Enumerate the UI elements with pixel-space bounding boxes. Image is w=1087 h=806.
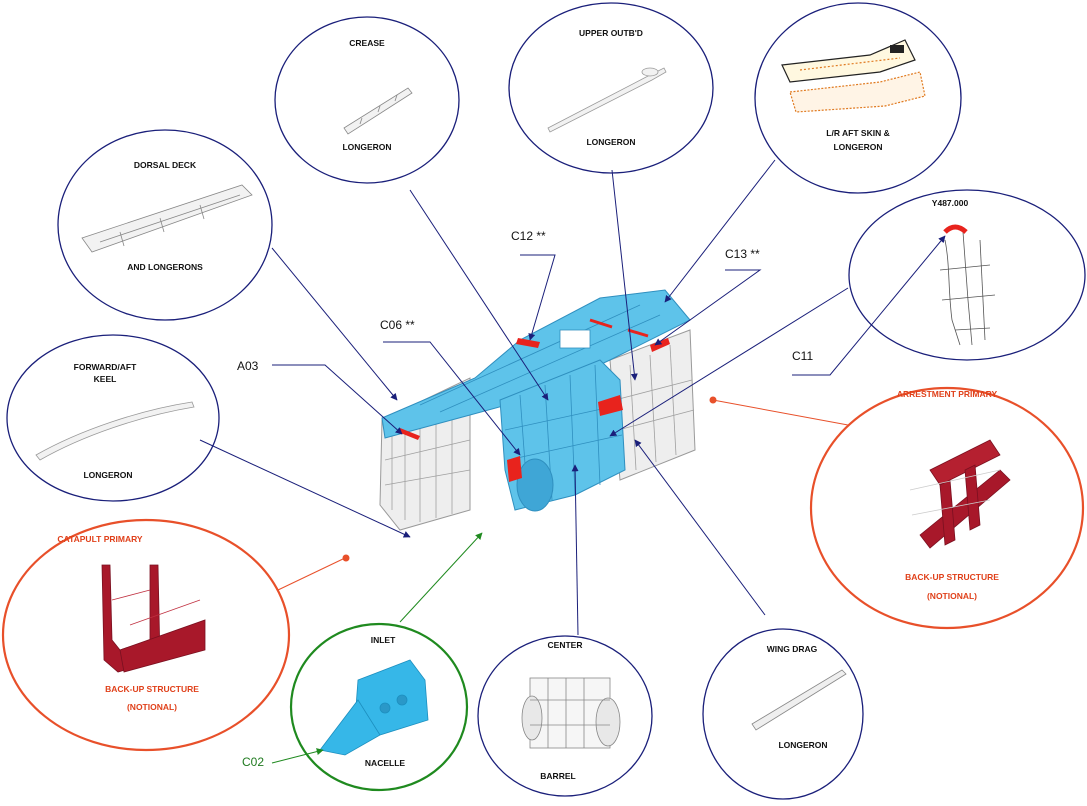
callout-arrestment: ARRESTMENT PRIMARY BACK-UP STRUCTURE (NO…: [809, 386, 1085, 630]
callout-keel: FORWARD/AFT KEEL LONGERON: [6, 334, 220, 502]
ref-c06: C06 **: [380, 318, 415, 332]
ref-c12: C12 **: [511, 229, 546, 243]
dorsal-deck-subtitle: AND LONGERONS: [127, 262, 203, 272]
callout-center-barrel: CENTER BARREL: [477, 635, 653, 797]
y487-title: Y487.000: [932, 198, 969, 208]
center-subtitle: BARREL: [540, 771, 575, 781]
wing-drag-subtitle: LONGERON: [778, 740, 827, 750]
callout-upper-outbd: UPPER OUTB'D LONGERON: [508, 2, 714, 174]
callout-catapult: CATAPULT PRIMARY BACK-UP STRUCTURE (NOTI…: [1, 518, 291, 752]
central-fuselage-assembly: [379, 289, 696, 531]
callout-inlet: INLET NACELLE: [289, 622, 469, 792]
upper-outbd-subtitle: LONGERON: [586, 137, 635, 147]
lr-aft-skin-part-drawing: [781, 39, 926, 113]
inlet-subtitle: NACELLE: [365, 758, 405, 768]
keel-subtitle: KEEL: [94, 374, 117, 384]
inlet-part-drawing: [319, 659, 429, 756]
ref-c11: C11: [792, 349, 813, 363]
center-title: CENTER: [548, 640, 583, 650]
crease-title: CREASE: [349, 38, 385, 48]
lr-aft-skin-subtitle: LONGERON: [833, 142, 882, 152]
catapult-part-drawing: [101, 564, 206, 673]
green-leaders: [271, 532, 483, 764]
callout-lr-aft-skin: L/R AFT SKIN & LONGERON: [754, 2, 962, 194]
upper-outbd-title: UPPER OUTB'D: [579, 28, 643, 38]
keel-part-drawing: [35, 401, 195, 461]
keel-longeron-label: LONGERON: [83, 470, 132, 480]
arrestment-title: ARRESTMENT PRIMARY: [897, 389, 998, 399]
crease-part-drawing: [343, 87, 413, 135]
dorsal-deck-part-drawing: [81, 184, 253, 253]
crease-subtitle: LONGERON: [342, 142, 391, 152]
dorsal-deck-title: DORSAL DECK: [134, 160, 197, 170]
catapult-title: CATAPULT PRIMARY: [57, 534, 142, 544]
arrestment-line1: BACK-UP STRUCTURE: [905, 572, 999, 582]
wing-drag-part-drawing: [751, 669, 847, 731]
lr-aft-skin-title: L/R AFT SKIN &: [826, 128, 889, 138]
arrestment-line2: (NOTIONAL): [927, 591, 977, 601]
callout-wing-drag: WING DRAG LONGERON: [702, 628, 864, 800]
orange-leaders: [277, 396, 849, 591]
ref-a03: A03: [237, 359, 259, 373]
arrestment-part-drawing: [909, 439, 1011, 549]
y487-part-drawing: [939, 224, 996, 346]
ref-c02: C02: [242, 755, 264, 769]
wing-drag-title: WING DRAG: [767, 644, 818, 654]
center-barrel-part-drawing: [521, 677, 621, 749]
callout-y487: Y487.000: [848, 189, 1086, 361]
inlet-title: INLET: [371, 635, 396, 645]
catapult-line2: (NOTIONAL): [127, 702, 177, 712]
callout-crease: CREASE LONGERON: [274, 16, 460, 184]
catapult-line1: BACK-UP STRUCTURE: [105, 684, 199, 694]
upper-outbd-part-drawing: [547, 67, 667, 133]
ref-c13: C13 **: [725, 247, 760, 261]
leader-lines: [199, 159, 946, 636]
keel-title: FORWARD/AFT: [74, 362, 137, 372]
callout-dorsal-deck: DORSAL DECK AND LONGERONS: [57, 129, 273, 321]
